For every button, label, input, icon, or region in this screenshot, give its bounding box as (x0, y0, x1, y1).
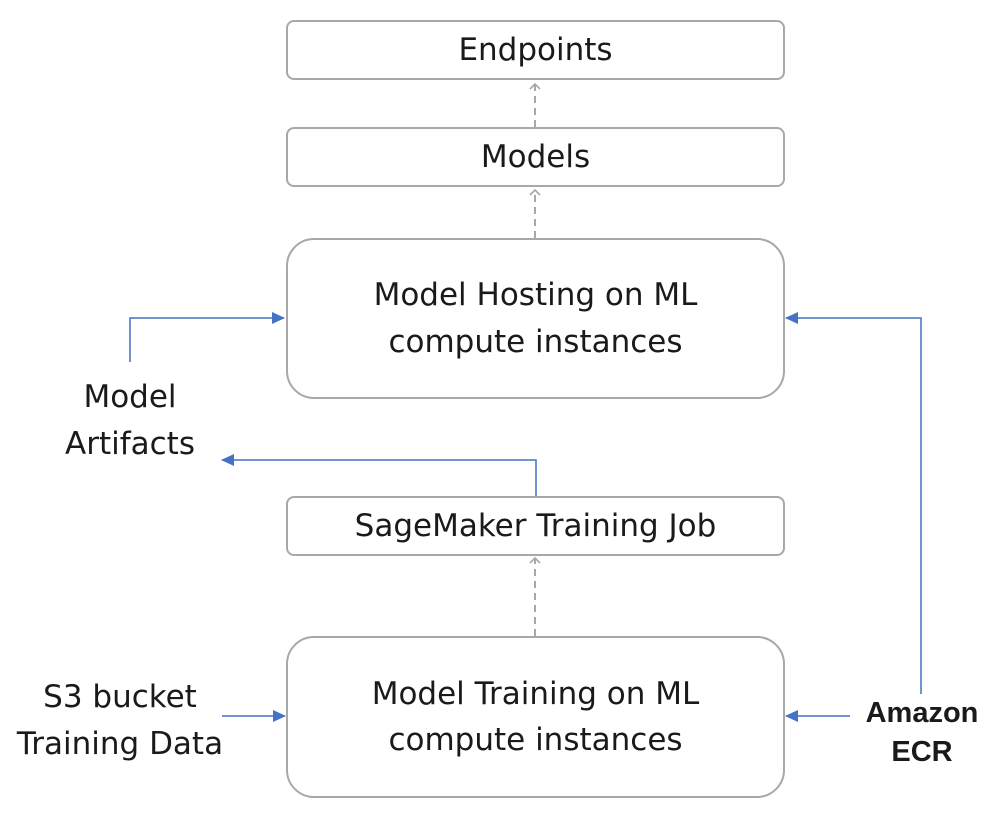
model-artifacts-line2: Artifacts (65, 425, 195, 462)
amazon-ecr-line2: ECR (891, 736, 953, 769)
model-hosting-box: Model Hosting on ML compute instances (286, 238, 785, 399)
arrow-ecr-to-hosting (785, 312, 922, 694)
sagemaker-training-job-label: SageMaker Training Job (354, 507, 717, 544)
models-box: Models (286, 127, 785, 187)
arrow-artifacts-to-hosting (129, 312, 285, 362)
amazon-ecr-label: Amazon ECR (850, 694, 994, 772)
model-artifacts-line1: Model (83, 379, 177, 415)
models-label: Models (480, 138, 591, 175)
model-training-box: Model Training on ML compute instances (286, 636, 785, 798)
model-artifacts-label: Model Artifacts (40, 374, 220, 467)
model-training-label-line1: Model Training on ML (371, 675, 700, 712)
arrow-job-to-artifacts (221, 454, 537, 496)
model-hosting-label-line1: Model Hosting on ML (373, 277, 698, 313)
model-hosting-label-line2: compute instances (388, 323, 683, 360)
s3-bucket-line1: S3 bucket (43, 679, 197, 715)
sagemaker-training-job-box: SageMaker Training Job (286, 496, 785, 556)
endpoints-box: Endpoints (286, 20, 785, 80)
s3-bucket-label: S3 bucket Training Data (6, 674, 234, 767)
model-training-label-line2: compute instances (388, 722, 683, 758)
amazon-ecr-line1: Amazon (865, 697, 979, 729)
endpoints-label: Endpoints (458, 31, 613, 68)
s3-bucket-line2: Training Data (16, 725, 224, 762)
